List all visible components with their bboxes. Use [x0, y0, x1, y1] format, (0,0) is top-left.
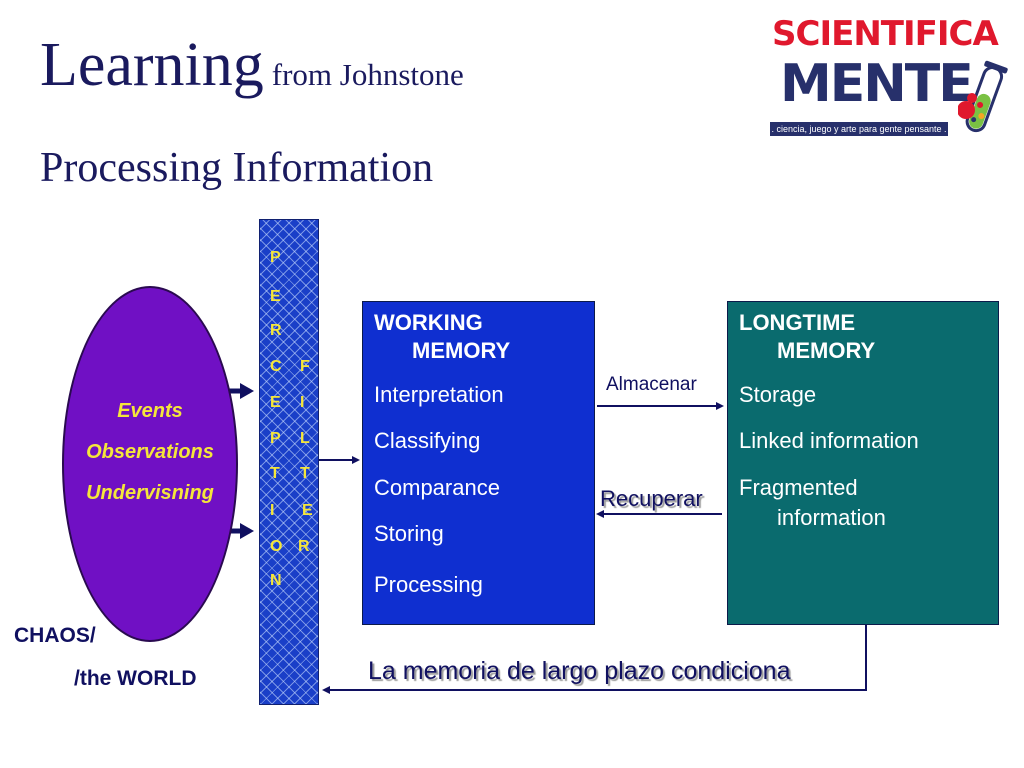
scientifica-mente-logo: SCIENTIFICA MENTE . ciencia, juego y art… — [766, 8, 1016, 143]
slide-subtitle: Processing Information — [40, 145, 434, 191]
world-ellipse: Events Observations Undervisning — [62, 286, 238, 642]
longtime-memory-title: LONGTIME — [739, 310, 856, 335]
filter-letter: P — [270, 249, 281, 266]
filter-letter: P — [270, 430, 281, 447]
longtime-memory-item: information — [777, 505, 886, 530]
observation-item: Observations — [86, 441, 214, 463]
test-tube-icon — [958, 60, 1008, 133]
filter-letter: R — [270, 322, 282, 339]
filter-letter: T — [270, 465, 280, 482]
working-memory-item: Interpretation — [374, 382, 504, 407]
working-memory-title: WORKING — [374, 310, 483, 335]
filter-letter: O — [270, 538, 283, 555]
longtime-memory-box: LONGTIME MEMORY Storage Linked informati… — [727, 301, 999, 625]
filter-letter: I — [300, 394, 305, 411]
logo-line-1: SCIENTIFICA — [772, 14, 999, 54]
filter-letter: N — [270, 572, 282, 589]
retrieve-label: Recuperar — [600, 486, 703, 511]
event-item: Events — [117, 400, 183, 422]
working-memory-title-2: MEMORY — [412, 338, 511, 363]
longtime-memory-item: Fragmented — [739, 475, 858, 500]
feedback-arrow — [322, 624, 867, 694]
teaching-item: Undervisning — [86, 482, 214, 504]
logo-line-2: MENTE — [780, 54, 974, 114]
title-main: Learning — [40, 31, 264, 99]
working-memory-item: Classifying — [374, 428, 481, 453]
filter-letter: R — [298, 538, 310, 555]
chaos-label: CHAOS/ — [14, 624, 96, 647]
filter-letter: C — [270, 358, 282, 375]
world-label: /the WORLD — [74, 667, 197, 690]
longtime-memory-item: Storage — [739, 382, 817, 407]
filter-letter: E — [302, 502, 313, 519]
working-memory-item: Comparance — [374, 475, 500, 500]
logo-tagline: . ciencia, juego y arte para gente pensa… — [770, 122, 948, 136]
working-memory-item: Processing — [374, 572, 483, 597]
filter-letter: F — [300, 358, 310, 375]
filter-letter: E — [270, 394, 281, 411]
filter-letter: T — [300, 465, 310, 482]
store-label: Almacenar — [606, 374, 697, 395]
filter-letter: E — [270, 288, 281, 305]
longtime-memory-title-2: MEMORY — [777, 338, 876, 363]
longtime-memory-item: Linked information — [739, 428, 919, 453]
title-source: from Johnstone — [271, 57, 464, 92]
perception-filter-column: P E R C E P T I O N F I L T E R — [259, 219, 319, 705]
feedback-label: La memoria de largo plazo condiciona — [368, 657, 791, 685]
filter-letter: I — [270, 502, 275, 519]
working-memory-box: WORKING MEMORY Interpretation Classifyin… — [362, 301, 595, 625]
filter-letter: L — [300, 430, 310, 447]
working-memory-item: Storing — [374, 521, 444, 546]
